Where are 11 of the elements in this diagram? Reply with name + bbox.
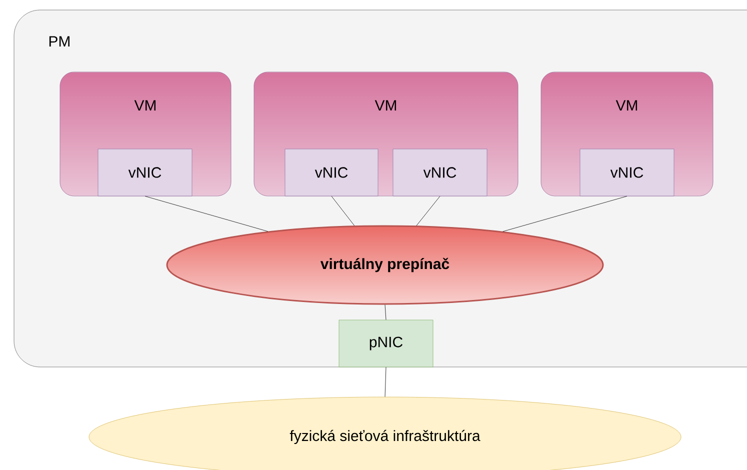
connector-line [502, 196, 628, 232]
connector-line [384, 304, 386, 320]
nic-box: vNIC [284, 148, 378, 196]
connector-line [331, 196, 355, 226]
connector-line [384, 367, 386, 397]
nic-box: vNIC [98, 148, 192, 196]
nic-box: vNIC [580, 148, 674, 196]
connector-line [416, 196, 440, 226]
nic-box: pNIC [338, 320, 434, 368]
nic-box: vNIC [392, 148, 488, 196]
connector-line [144, 196, 268, 232]
